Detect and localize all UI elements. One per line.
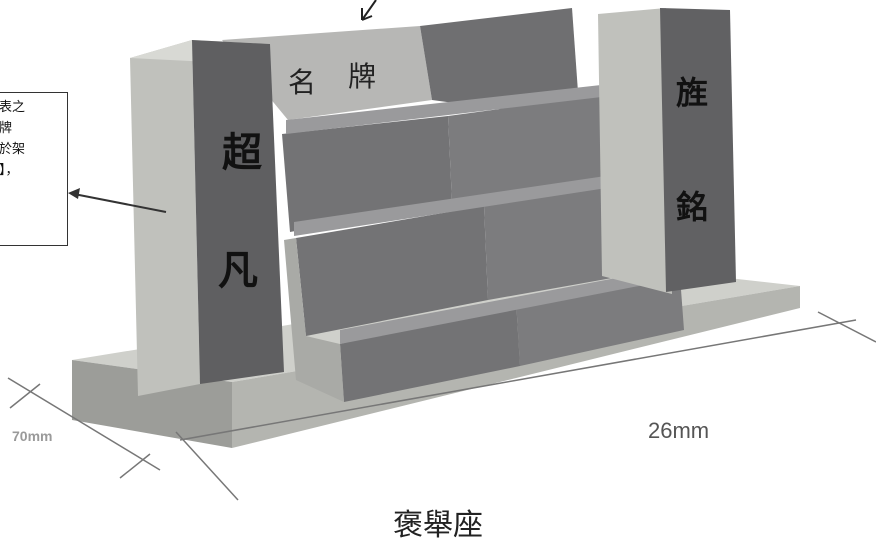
step-shadow xyxy=(284,238,344,402)
top-pointer-arrow xyxy=(361,0,377,21)
callout-box: 表之 牌 於架 】， xyxy=(0,92,68,246)
step-ridges xyxy=(286,84,680,344)
callout-line: 】， xyxy=(0,163,19,178)
right-pillar-front xyxy=(660,8,736,292)
right-pillar-side xyxy=(598,8,672,294)
diagram-caption: 褒舉座 xyxy=(393,508,483,543)
callout-pointer-line xyxy=(73,193,167,213)
nameplate-char-2: 牌 xyxy=(348,60,376,93)
right-pillar-char-1: 旌 xyxy=(676,74,708,112)
left-pillar-side xyxy=(130,40,200,396)
dimension-lines xyxy=(7,311,876,501)
step-block xyxy=(296,206,488,336)
step-block xyxy=(448,94,610,202)
depth-dimension-label: 70mm xyxy=(12,428,53,444)
callout-line: 於架 xyxy=(0,142,26,157)
step-block xyxy=(282,116,452,232)
callout-line: 牌 xyxy=(0,121,13,136)
step-block xyxy=(340,300,520,402)
left-pillar-char-2: 凡 xyxy=(218,247,258,294)
nameplate-board xyxy=(222,26,432,120)
callout-line: 表之 xyxy=(0,100,26,115)
right-pillar-char-2: 銘 xyxy=(676,188,708,226)
width-dimension-label: 26mm xyxy=(648,418,710,443)
left-pillar-front xyxy=(192,40,284,384)
callout-arrowhead xyxy=(68,188,80,199)
left-pillar-char-1: 超 xyxy=(222,129,263,176)
nameplate-char-1: 名 xyxy=(288,66,316,99)
